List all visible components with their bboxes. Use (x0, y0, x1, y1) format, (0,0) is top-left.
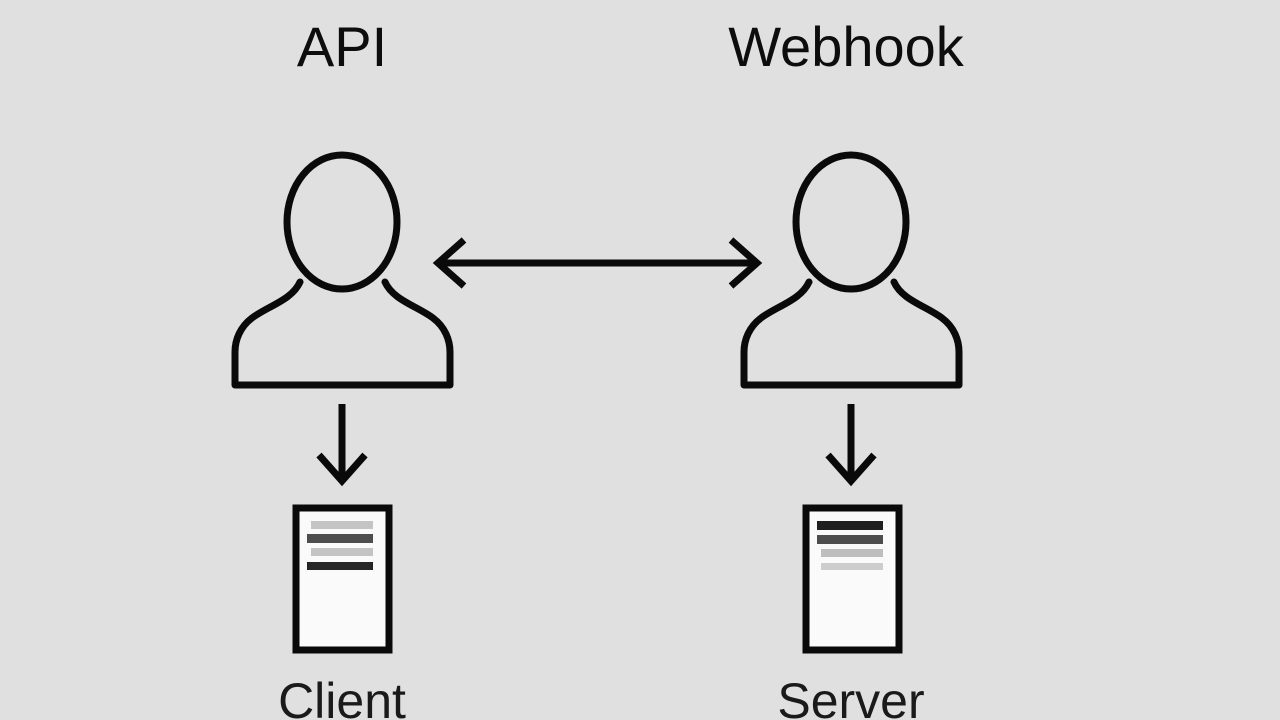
document-client-frame (292, 504, 393, 654)
bidirectional-arrow (432, 237, 763, 289)
document-server-line-3 (821, 549, 883, 557)
document-icon-client (292, 504, 393, 654)
bidirectional-arrow-head-left (432, 237, 467, 289)
person-body (740, 278, 963, 389)
document-client-line-2 (307, 534, 373, 543)
person-icon (740, 151, 963, 389)
person-head (792, 151, 910, 293)
bidirectional-arrow-head-right (728, 237, 763, 289)
person-body (231, 278, 454, 389)
person-icon (231, 151, 454, 389)
document-server-frame (802, 504, 903, 654)
column-api: API Client (231, 15, 454, 720)
person-head (283, 151, 401, 293)
document-server-line-2 (817, 535, 883, 544)
down-arrow-server-head (825, 452, 877, 487)
document-client-line-1 (311, 521, 373, 529)
column-caption-client: Client (278, 673, 406, 720)
document-client-line-3 (311, 548, 373, 556)
document-server-line-4 (821, 563, 883, 570)
column-title-api: API (297, 15, 387, 78)
down-arrow-client (316, 404, 368, 487)
document-client-line-4 (307, 562, 373, 570)
document-server-line-1 (817, 521, 883, 530)
column-webhook: Webhook Server (728, 15, 965, 720)
down-arrow-server (825, 404, 877, 487)
down-arrow-client-head (316, 452, 368, 487)
column-caption-server: Server (777, 673, 924, 720)
column-title-webhook: Webhook (728, 15, 965, 78)
document-icon-server (802, 504, 903, 654)
